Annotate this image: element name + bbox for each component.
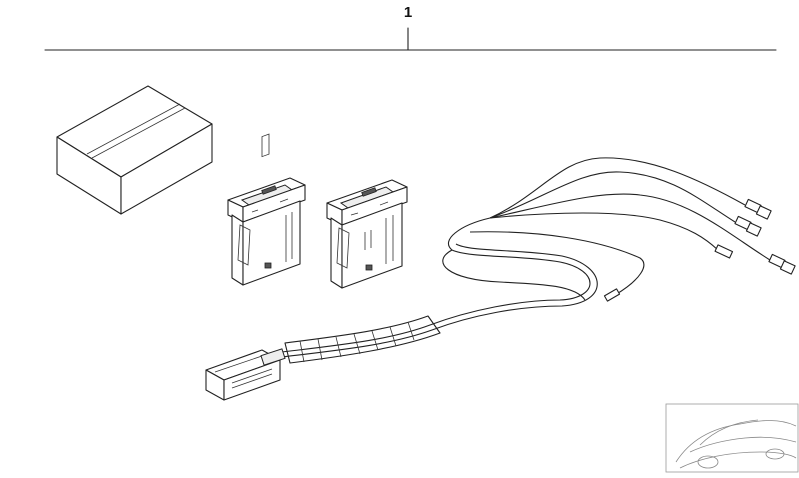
wiring-harness xyxy=(205,157,796,401)
car-silhouette-icon xyxy=(665,403,799,473)
package-box xyxy=(56,85,213,215)
switch-left xyxy=(227,133,306,286)
switch-right xyxy=(326,179,408,289)
callout-number: 1 xyxy=(403,4,413,21)
